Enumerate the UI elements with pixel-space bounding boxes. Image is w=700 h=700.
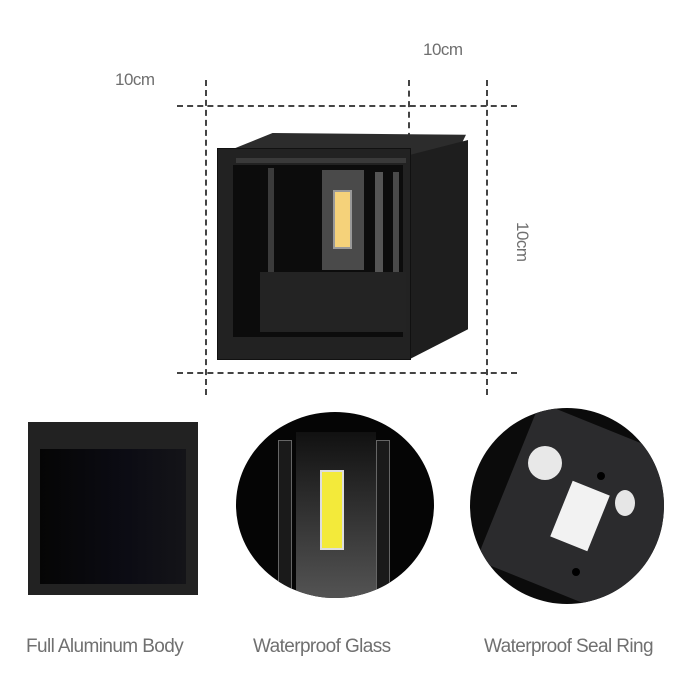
- lamp-slat: [393, 172, 399, 272]
- body-cavity: [40, 449, 186, 584]
- lamp-side-face: [408, 140, 468, 360]
- top-guide-line: [177, 105, 517, 107]
- lamp-top-lip: [236, 158, 406, 163]
- caption-waterproof-glass: Waterproof Glass: [253, 636, 391, 657]
- aluminum-body-image: [28, 422, 198, 595]
- qc-sticker-icon: [615, 490, 635, 516]
- caption-seal-ring: Waterproof Seal Ring: [484, 636, 654, 657]
- depth-dimension-label: 10cm: [423, 40, 463, 59]
- glass-left-rail: [278, 440, 292, 592]
- led-chip-icon: [320, 470, 344, 550]
- seal-ring-image: [470, 408, 664, 604]
- glass-right-rail: [376, 440, 390, 592]
- middle-guide-line: [408, 80, 410, 160]
- lamp-slat: [375, 172, 383, 272]
- left-guide-line: [205, 80, 207, 395]
- caption-aluminum-body: Full Aluminum Body: [26, 636, 184, 657]
- lamp-slat: [268, 168, 274, 273]
- screw-hole-icon: [572, 568, 580, 576]
- bottom-guide-line: [177, 372, 517, 374]
- screw-hole-icon: [597, 472, 605, 480]
- lamp-base-block: [260, 272, 406, 332]
- seal-plug-icon: [528, 446, 562, 480]
- width-dimension-label: 10cm: [115, 70, 155, 89]
- waterproof-glass-image: [236, 412, 434, 598]
- height-dimension-label: 10cm: [513, 222, 532, 262]
- right-guide-line: [486, 80, 488, 395]
- led-light-icon: [333, 190, 352, 249]
